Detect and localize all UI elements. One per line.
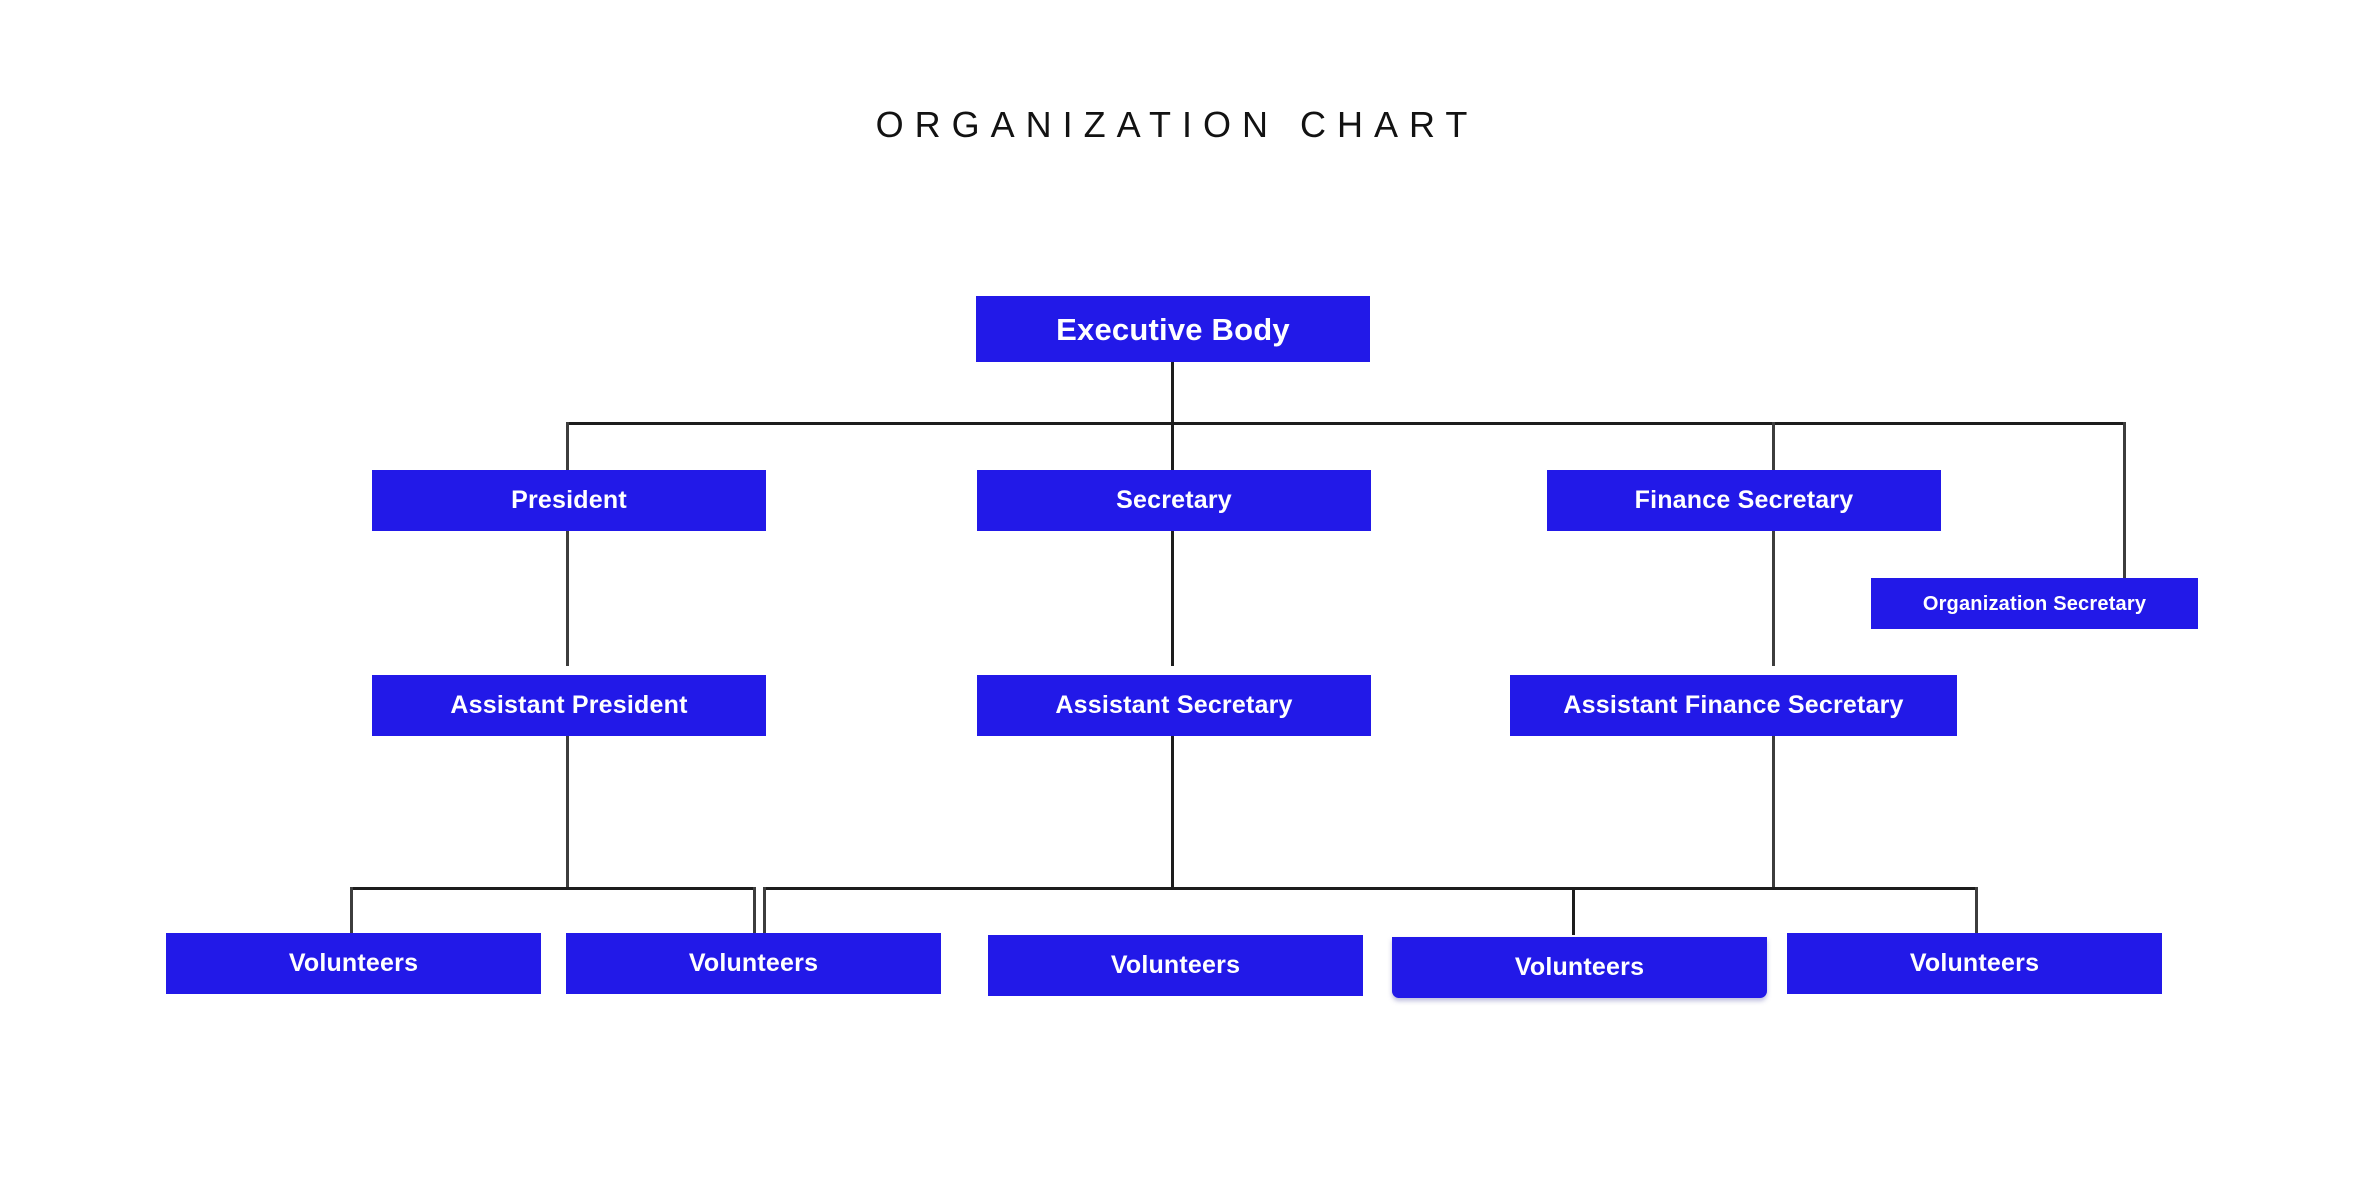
connector-level2-bus bbox=[566, 422, 2126, 425]
node-president[interactable]: President bbox=[372, 470, 766, 531]
connector-drop-volunteers-1 bbox=[350, 887, 353, 935]
connector-president-to-assistant bbox=[566, 531, 569, 666]
node-volunteers-3[interactable]: Volunteers bbox=[988, 935, 1363, 996]
connector-secretary-to-assistant bbox=[1171, 531, 1174, 666]
connector-drop-volunteers-2b bbox=[763, 887, 766, 935]
connector-drop-volunteers-5 bbox=[1975, 887, 1978, 935]
connector-assistant-finance-stem bbox=[1772, 735, 1775, 889]
node-assistant-finance-secretary[interactable]: Assistant Finance Secretary bbox=[1510, 675, 1957, 736]
connector-drop-president bbox=[566, 422, 569, 470]
node-volunteers-5[interactable]: Volunteers bbox=[1787, 933, 2162, 994]
connector-bus-president-volunteers bbox=[350, 887, 756, 890]
node-volunteers-4[interactable]: Volunteers bbox=[1392, 937, 1767, 998]
connector-bus-finance-volunteers bbox=[1572, 887, 1978, 890]
node-assistant-secretary[interactable]: Assistant Secretary bbox=[977, 675, 1371, 736]
connector-drop-organization-secretary bbox=[2123, 422, 2126, 578]
connector-drop-volunteers-2 bbox=[753, 887, 756, 935]
connector-assistant-president-stem bbox=[566, 735, 569, 889]
node-volunteers-2[interactable]: Volunteers bbox=[566, 933, 941, 994]
connector-exec-stem bbox=[1171, 362, 1174, 424]
node-executive-body[interactable]: Executive Body bbox=[976, 296, 1370, 362]
connector-finance-to-assistant bbox=[1772, 531, 1775, 666]
node-volunteers-1[interactable]: Volunteers bbox=[166, 933, 541, 994]
connector-drop-finance-secretary bbox=[1772, 422, 1775, 470]
node-organization-secretary[interactable]: Organization Secretary bbox=[1871, 578, 2198, 629]
page-title: ORGANIZATION CHART bbox=[875, 104, 1479, 145]
connector-assistant-secretary-stem bbox=[1171, 735, 1174, 889]
connector-drop-secretary bbox=[1171, 422, 1174, 470]
node-assistant-president[interactable]: Assistant President bbox=[372, 675, 766, 736]
connector-bus-secretary-volunteers bbox=[763, 887, 1575, 890]
connector-drop-volunteers-4 bbox=[1572, 887, 1575, 935]
node-secretary[interactable]: Secretary bbox=[977, 470, 1371, 531]
node-finance-secretary[interactable]: Finance Secretary bbox=[1547, 470, 1941, 531]
